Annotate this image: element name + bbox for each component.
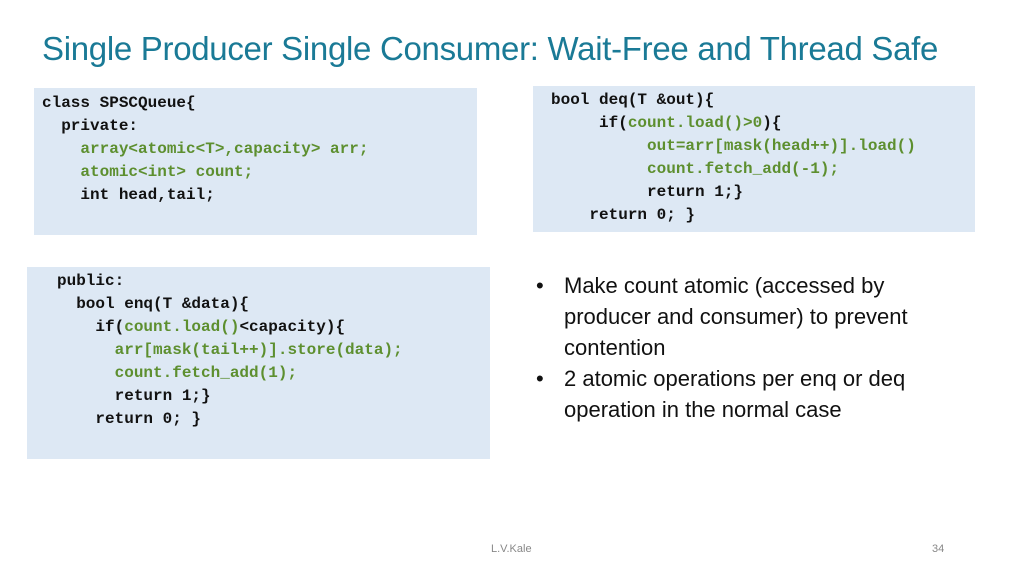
- code-token: ){: [762, 114, 782, 132]
- deq-code: bool deq(T &out){ if(count.load()>0){ ou…: [551, 89, 916, 227]
- code-line: bool deq(T &out){: [551, 91, 715, 109]
- code-token: <capacity){: [239, 318, 346, 336]
- bullet-list: • Make count atomic (accessed by producer…: [534, 270, 964, 425]
- code-line: out=arr[mask(head++)].load(): [647, 137, 916, 155]
- code-box-class-declaration: class SPSCQueue{ private: array<atomic<T…: [34, 88, 477, 235]
- enq-code: public: bool enq(T &data){ if(count.load…: [57, 270, 403, 431]
- bullet-item: • Make count atomic (accessed by producer…: [534, 270, 964, 363]
- code-line: array<atomic<T>,capacity> arr;: [42, 140, 369, 158]
- code-line: if(: [551, 114, 628, 132]
- footer-author: L.V.Kale: [491, 543, 532, 555]
- code-line: private:: [42, 117, 139, 135]
- code-line: public:: [57, 272, 125, 290]
- code-line: int head,tail;: [42, 186, 215, 204]
- class-declaration-code: class SPSCQueue{ private: array<atomic<T…: [42, 92, 368, 207]
- code-line: count.fetch_add(-1);: [647, 160, 840, 178]
- slide-title: Single Producer Single Consumer: Wait-Fr…: [42, 30, 939, 67]
- bullet-marker: •: [536, 366, 544, 391]
- code-line: return 1;}: [114, 387, 211, 405]
- code-box-enq: public: bool enq(T &data){ if(count.load…: [27, 267, 490, 459]
- code-box-deq: bool deq(T &out){ if(count.load()>0){ ou…: [533, 86, 975, 232]
- code-line: return 1;}: [647, 183, 744, 201]
- code-line: if(: [57, 318, 125, 336]
- code-line: arr[mask(tail++)].store(data);: [114, 341, 403, 359]
- code-line: bool enq(T &data){: [57, 295, 250, 313]
- code-line: return 0; }: [57, 410, 202, 428]
- code-token-highlight: count.load()>0: [627, 114, 763, 132]
- code-token-highlight: count.load(): [124, 318, 240, 336]
- bullet-marker: •: [536, 273, 544, 298]
- code-line: return 0; }: [551, 206, 696, 224]
- bullet-item: • 2 atomic operations per enq or deq oper…: [534, 363, 964, 425]
- page-number: 34: [932, 543, 945, 555]
- code-line: atomic<int> count;: [42, 163, 254, 181]
- code-line: count.fetch_add(1);: [114, 364, 298, 382]
- bullet-text: Make count atomic (accessed by producer …: [564, 273, 908, 360]
- code-line: class SPSCQueue{: [42, 94, 196, 112]
- bullet-text: 2 atomic operations per enq or deq opera…: [564, 366, 906, 422]
